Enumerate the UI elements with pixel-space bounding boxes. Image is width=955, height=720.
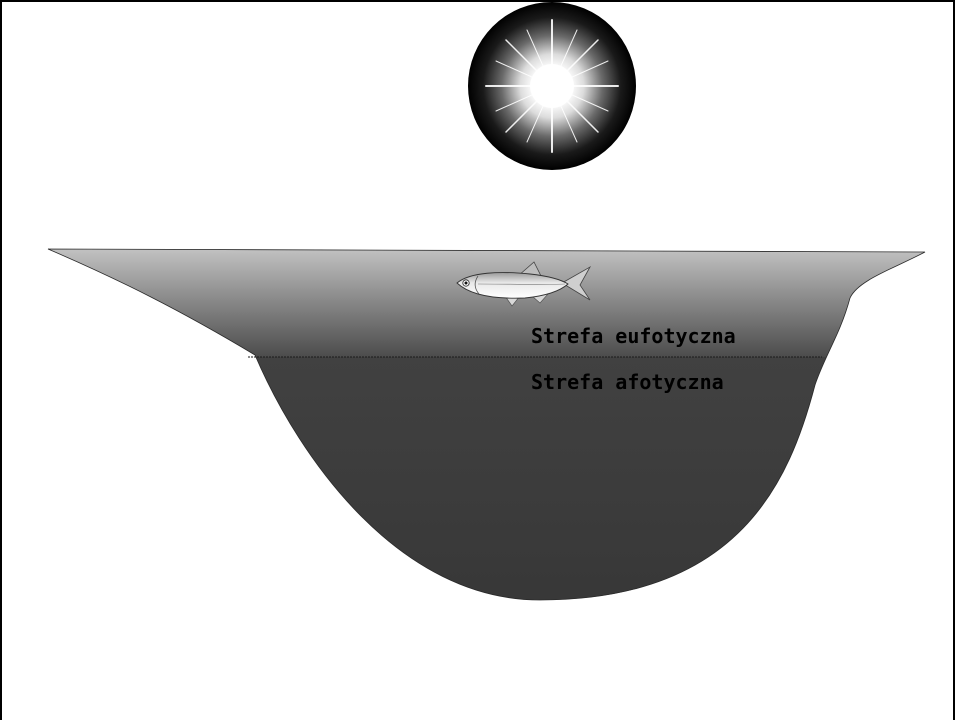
euphotic-zone-label: Strefa eufotyczna — [531, 324, 736, 348]
sun-icon — [468, 2, 636, 170]
aphotic-zone-label: Strefa afotyczna — [531, 370, 724, 394]
euphotic-zone — [0, 245, 955, 357]
lake-basin — [0, 245, 955, 617]
